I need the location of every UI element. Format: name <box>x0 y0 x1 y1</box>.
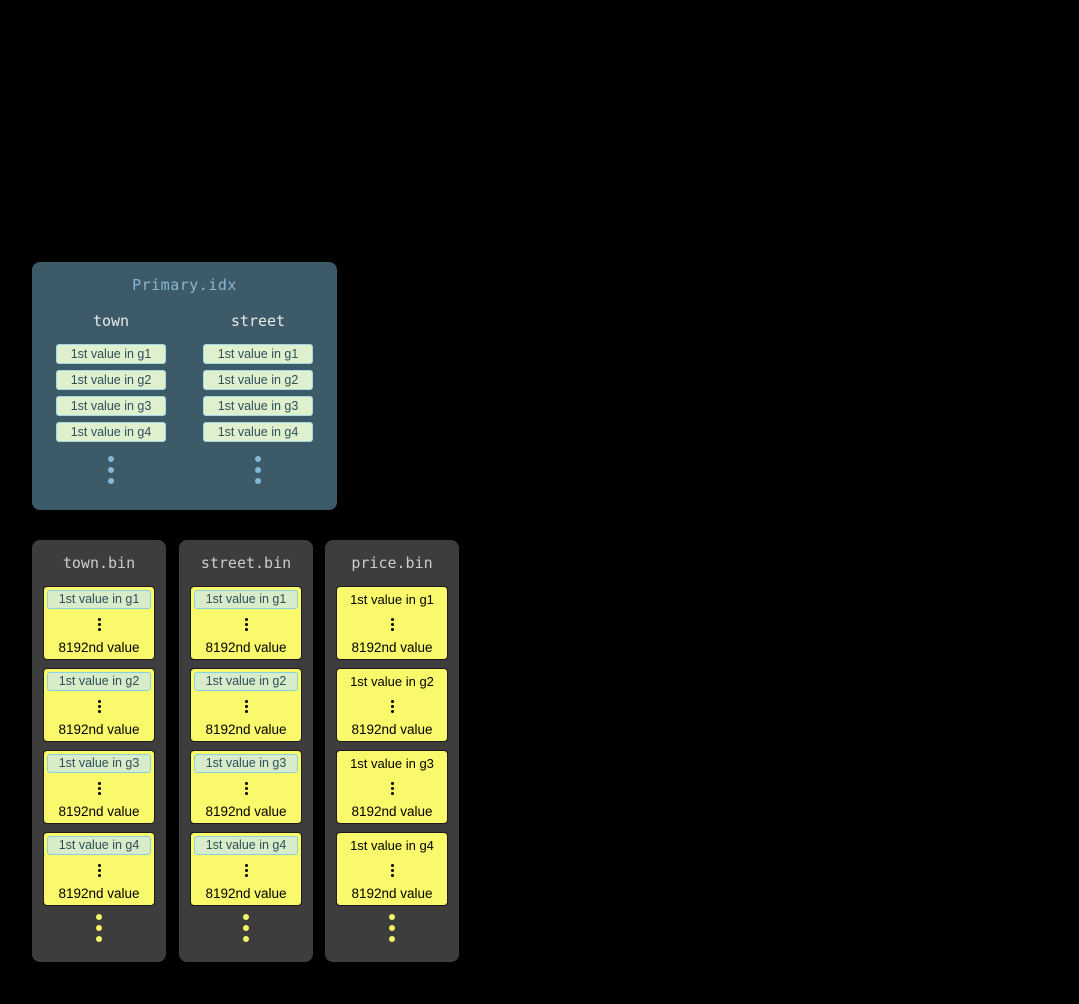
granule: 1st value in g3 8192nd value <box>43 750 155 824</box>
granule-first-value: 1st value in g1 <box>194 590 298 609</box>
granule-last-value: 8192nd value <box>58 804 140 819</box>
ellipsis-dots <box>179 914 313 942</box>
vertical-ellipsis <box>244 700 248 713</box>
index-entry: 1st value in g2 <box>56 370 166 390</box>
column-header-street: street <box>230 312 286 330</box>
granule-first-value: 1st value in g1 <box>47 590 151 609</box>
granule-first-value: 1st value in g2 <box>350 674 434 689</box>
ellipsis-dots <box>325 914 459 942</box>
vertical-ellipsis <box>97 782 101 795</box>
vertical-ellipsis <box>390 782 394 795</box>
granule-last-value: 8192nd value <box>351 886 433 901</box>
granule: 1st value in g2 8192nd value <box>43 668 155 742</box>
granule-last-value: 8192nd value <box>351 804 433 819</box>
index-entry: 1st value in g3 <box>203 396 313 416</box>
granule-last-value: 8192nd value <box>58 722 140 737</box>
granule: 1st value in g1 8192nd value <box>43 586 155 660</box>
granule-first-value: 1st value in g3 <box>194 754 298 773</box>
granule-last-value: 8192nd value <box>58 640 140 655</box>
primary-column-town: town 1st value in g1 1st value in g2 1st… <box>56 312 166 484</box>
bin-file-street: street.bin 1st value in g1 8192nd value … <box>179 540 313 962</box>
granule: 1st value in g1 8192nd value <box>336 586 448 660</box>
granule-last-value: 8192nd value <box>205 804 287 819</box>
granule: 1st value in g2 8192nd value <box>190 668 302 742</box>
granule-first-value: 1st value in g3 <box>350 756 434 771</box>
granule: 1st value in g2 8192nd value <box>336 668 448 742</box>
granule: 1st value in g4 8192nd value <box>43 832 155 906</box>
vertical-ellipsis <box>390 618 394 631</box>
bin-file-title: price.bin <box>351 554 433 572</box>
primary-index-title: Primary.idx <box>132 276 237 294</box>
granule-last-value: 8192nd value <box>58 886 140 901</box>
ellipsis-dots <box>32 914 166 942</box>
bin-file-title: town.bin <box>62 554 136 572</box>
vertical-ellipsis <box>244 782 248 795</box>
primary-index-box: Primary.idx town 1st value in g1 1st val… <box>32 262 337 510</box>
index-entry: 1st value in g4 <box>203 422 313 442</box>
granule-first-value: 1st value in g3 <box>47 754 151 773</box>
granule-first-value: 1st value in g4 <box>47 836 151 855</box>
granule-first-value: 1st value in g1 <box>350 592 434 607</box>
column-header-town: town <box>92 312 130 330</box>
granule-first-value: 1st value in g4 <box>350 838 434 853</box>
granule-last-value: 8192nd value <box>205 886 287 901</box>
index-entry: 1st value in g1 <box>203 344 313 364</box>
index-entry: 1st value in g1 <box>56 344 166 364</box>
bin-file-price: price.bin 1st value in g1 8192nd value 1… <box>325 540 459 962</box>
granule-first-value: 1st value in g2 <box>194 672 298 691</box>
bin-file-town: town.bin 1st value in g1 8192nd value 1s… <box>32 540 166 962</box>
granule: 1st value in g4 8192nd value <box>190 832 302 906</box>
vertical-ellipsis <box>244 864 248 877</box>
index-entry: 1st value in g2 <box>203 370 313 390</box>
granule-first-value: 1st value in g4 <box>194 836 298 855</box>
vertical-ellipsis <box>390 700 394 713</box>
vertical-ellipsis <box>97 864 101 877</box>
primary-column-street: street 1st value in g1 1st value in g2 1… <box>203 312 313 484</box>
ellipsis-dots <box>108 456 114 484</box>
granule: 1st value in g1 8192nd value <box>190 586 302 660</box>
granule: 1st value in g3 8192nd value <box>336 750 448 824</box>
index-entry: 1st value in g4 <box>56 422 166 442</box>
index-entry: 1st value in g3 <box>56 396 166 416</box>
vertical-ellipsis <box>97 618 101 631</box>
bin-file-title: street.bin <box>200 554 292 572</box>
granule-last-value: 8192nd value <box>205 640 287 655</box>
granule: 1st value in g4 8192nd value <box>336 832 448 906</box>
primary-index-columns: town 1st value in g1 1st value in g2 1st… <box>32 312 337 484</box>
granule-last-value: 8192nd value <box>351 722 433 737</box>
vertical-ellipsis <box>390 864 394 877</box>
granule: 1st value in g3 8192nd value <box>190 750 302 824</box>
granule-last-value: 8192nd value <box>205 722 287 737</box>
ellipsis-dots <box>255 456 261 484</box>
vertical-ellipsis <box>97 700 101 713</box>
granule-last-value: 8192nd value <box>351 640 433 655</box>
vertical-ellipsis <box>244 618 248 631</box>
granule-first-value: 1st value in g2 <box>47 672 151 691</box>
